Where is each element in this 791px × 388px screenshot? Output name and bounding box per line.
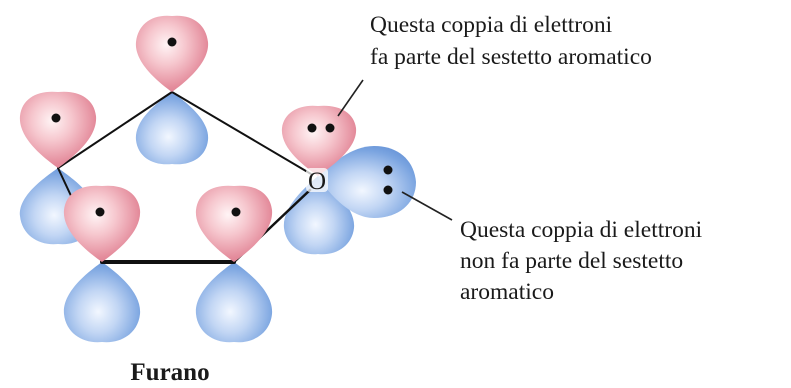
oxygen-lone-pair-lobe-in — [281, 105, 357, 176]
p-orbital-lobe-lower-lower-left — [63, 262, 141, 343]
oxygen-label-halo — [306, 168, 328, 192]
p-orbital-lobe-lower-lower-right — [195, 262, 273, 343]
electron — [383, 165, 393, 175]
leader-line-out — [401, 191, 453, 221]
annotation-out-line: aromatico — [460, 279, 554, 305]
electron — [231, 207, 241, 217]
oxygen-lone-pair-lobe-out — [318, 146, 416, 218]
electron — [51, 113, 61, 123]
annotation-out-sextet: Questa coppia di elettroni non fa parte … — [460, 217, 708, 305]
annotation-in-sextet: Questa coppia di elettroni fa parte del … — [370, 12, 652, 70]
electron — [167, 37, 177, 47]
electron — [95, 207, 105, 217]
oxygen-atom-label: O — [308, 168, 326, 195]
leader-lines — [337, 79, 453, 221]
bond-top-left — [57, 91, 173, 169]
annotation-out-line: Questa coppia di elettroni — [460, 217, 703, 243]
p-orbital-upper-lobes — [19, 15, 357, 262]
electrons — [51, 37, 393, 217]
electron — [307, 123, 317, 133]
annotation-in-line: fa parte del sestetto aromatico — [370, 44, 652, 70]
p-orbital-lobe-lower-top — [135, 92, 209, 165]
p-orbital-lobe-upper-upper-left — [19, 91, 97, 168]
annotation-in-line: Questa coppia di elettroni — [370, 12, 613, 38]
bond-top-oxygen — [171, 91, 312, 175]
p-orbital-lobe-upper-top — [135, 15, 209, 92]
p-orbital-lower-lobes — [19, 92, 416, 343]
annotation-out-line: non fa parte del sestetto — [460, 248, 683, 274]
molecule-name-caption: Furano — [130, 359, 209, 386]
p-orbital-lobe-upper-lower-left — [63, 185, 141, 262]
leader-line-in — [337, 79, 364, 117]
electron — [325, 123, 335, 133]
electron — [383, 185, 393, 195]
p-orbital-lobe-upper-lower-right — [195, 185, 273, 262]
